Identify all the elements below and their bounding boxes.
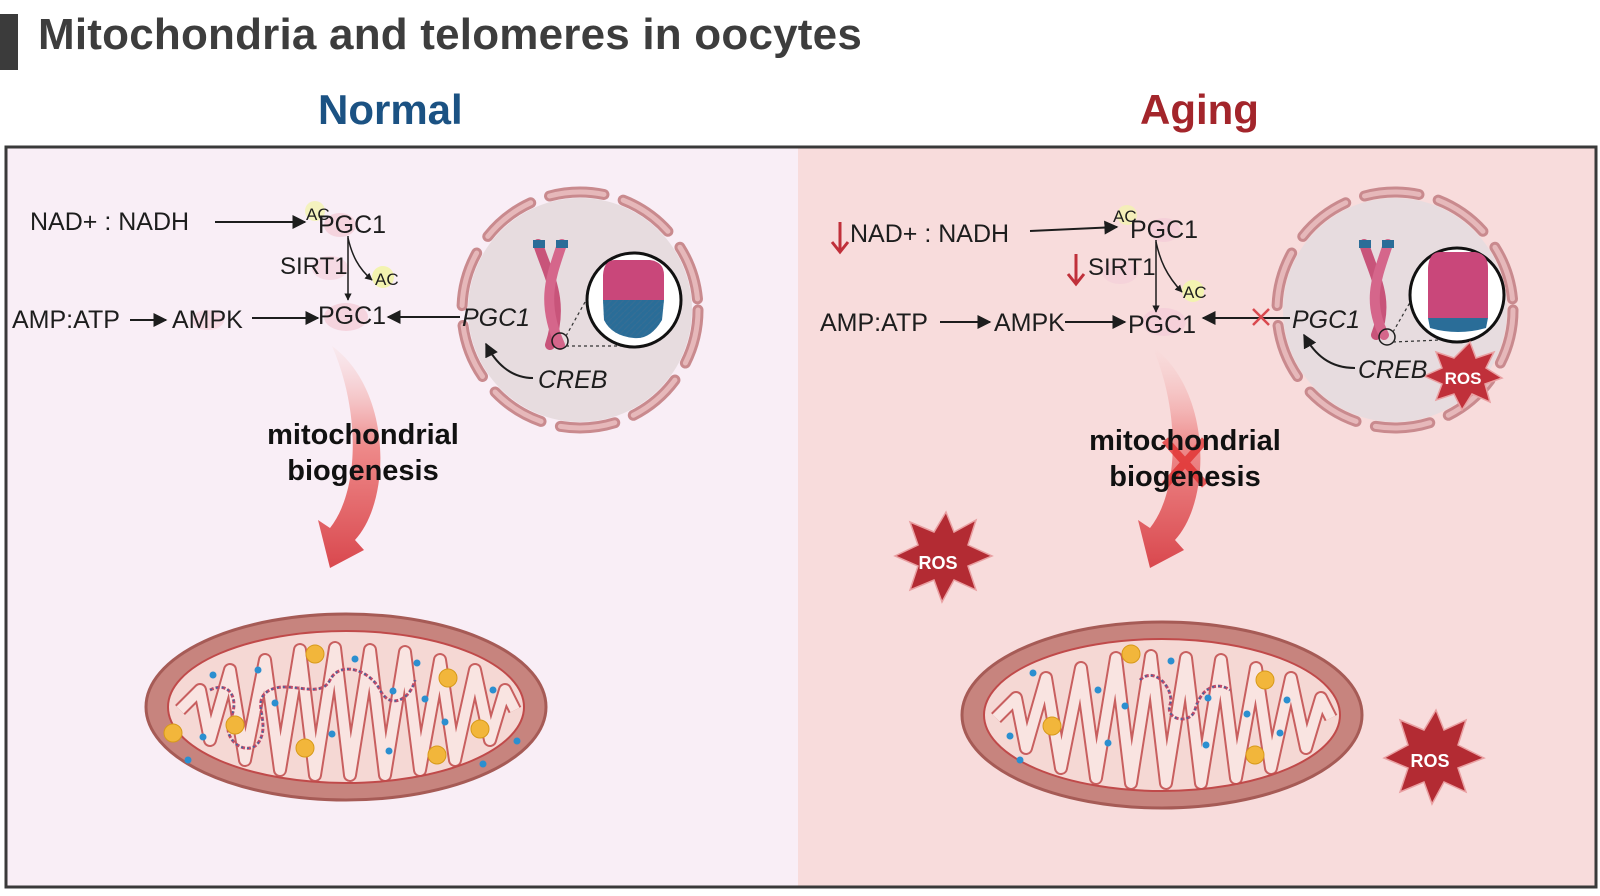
ampk-label: AMPK xyxy=(172,306,243,334)
ros-star-icon: ROS xyxy=(1382,708,1486,806)
sirt1-label: SIRT1 xyxy=(280,253,348,280)
biogenesis-label-line2: biogenesis xyxy=(1109,461,1261,493)
panel-frame xyxy=(4,145,1598,889)
biogenesis-arrow xyxy=(1138,346,1201,568)
ros-star-icon: ROS xyxy=(1422,340,1504,412)
ros-star-icon: ROS xyxy=(893,510,994,604)
chromosome-icon xyxy=(1359,239,1396,346)
amp-atp-label: AMP:ATP xyxy=(820,309,928,337)
amp-atp-label: AMP:ATP xyxy=(12,306,120,334)
biogenesis-arrow xyxy=(318,346,381,568)
title-accent-bar xyxy=(0,14,18,70)
aging-panel-heading: Aging xyxy=(1140,86,1259,133)
inhibition-cross-icon xyxy=(1252,308,1270,326)
pgc1-mid-label: PGC1 xyxy=(1128,311,1196,339)
sirt1-label: SIRT1 xyxy=(1088,254,1156,281)
ros-label: ROS xyxy=(1410,751,1449,771)
normal-mitochondrion-icon xyxy=(144,612,548,802)
biogenesis-label-line1: mitochondrial xyxy=(1089,425,1281,457)
normal-panel-heading: Normal xyxy=(318,86,463,133)
biogenesis-label-line1: mitochondrial xyxy=(267,419,459,451)
decrease-arrow-icon xyxy=(830,222,850,255)
ros-label: ROS xyxy=(918,553,957,573)
nad-label: NAD+ : NADH xyxy=(850,220,1009,248)
ros-label: ROS xyxy=(1445,369,1482,388)
nad-label: NAD+ : NADH xyxy=(30,208,189,236)
pgc1-gene-label: PGC1 xyxy=(1292,306,1360,334)
page-title: Mitochondria and telomeres in oocytes xyxy=(38,10,862,59)
aging-mitochondrion-icon xyxy=(960,620,1364,810)
pgc1-mid-label: PGC1 xyxy=(318,302,386,330)
ac-label-top: AC xyxy=(306,205,330,224)
ampk-label: AMPK xyxy=(994,309,1065,337)
decrease-arrow-icon xyxy=(1066,254,1086,287)
pgc1-top-label: PGC1 xyxy=(318,211,386,239)
telomere-zoom-icon xyxy=(1408,246,1506,344)
ac-label-top: AC xyxy=(1113,207,1137,226)
blocked-cross-icon xyxy=(1162,437,1208,488)
ac-label-side: AC xyxy=(375,270,399,289)
telomere-zoom-icon xyxy=(585,251,683,349)
chromosome-icon xyxy=(533,239,569,350)
pgc1-top-label: PGC1 xyxy=(1130,216,1198,244)
normal-nucleus xyxy=(456,186,704,434)
pgc1-gene-label: PGC1 xyxy=(462,304,530,332)
creb-label: CREB xyxy=(1358,356,1427,384)
biogenesis-label-line2: biogenesis xyxy=(287,455,439,487)
ac-label-side: AC xyxy=(1183,283,1207,302)
creb-label: CREB xyxy=(538,366,607,394)
